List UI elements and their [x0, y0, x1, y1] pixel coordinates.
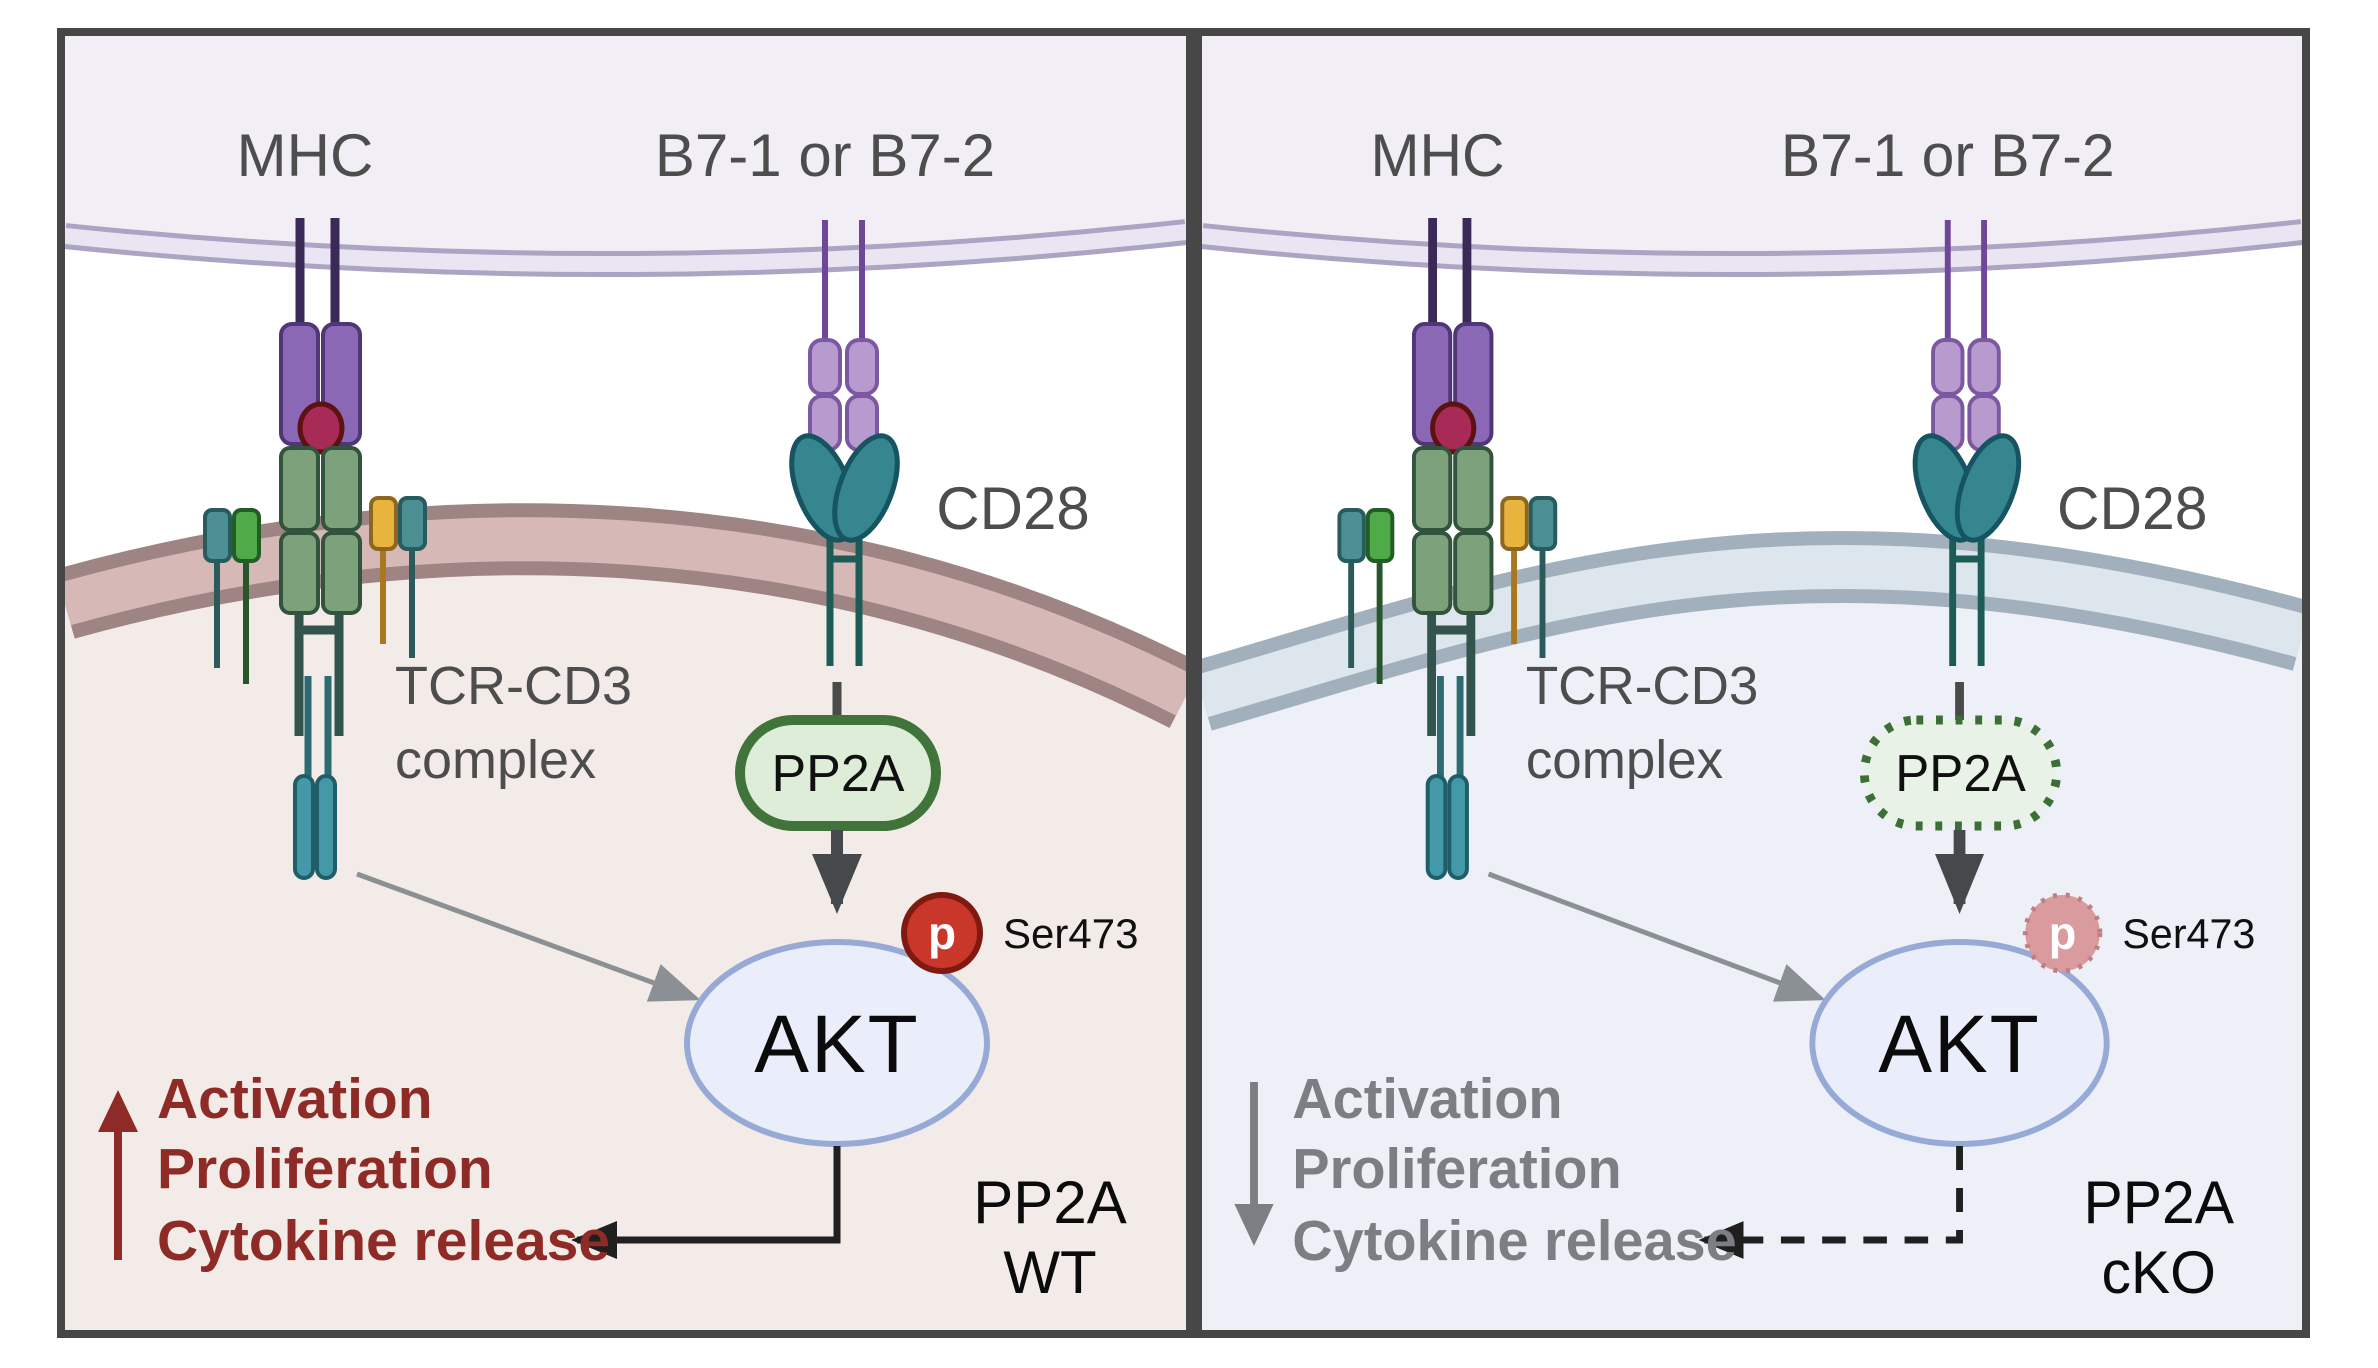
cd3-zeta-stems — [304, 676, 332, 778]
pp2a-node — [735, 715, 941, 831]
panel-pp2a-cko: PP2A AKT p Ser473 Activation Proliferati… — [1194, 28, 2310, 1338]
cd3-zeta-chains — [1425, 774, 1469, 880]
cd28-label: CD28 — [936, 475, 1089, 542]
tcr-cd3-label-line2: complex — [1526, 731, 1724, 791]
condition-label-line1: PP2A — [2083, 1168, 2234, 1236]
condition-label-line1: PP2A — [973, 1169, 1126, 1236]
pp2a-label: PP2A — [772, 745, 905, 803]
panel-pp2a-cko-drawing: PP2A AKT p Ser473 Activation Proliferati… — [1202, 36, 2302, 1330]
b7-stalks — [822, 220, 865, 346]
cd3-subunit-gold — [1500, 496, 1529, 644]
cd3-subunit-green — [232, 508, 261, 684]
cd28-ectodomains — [789, 433, 900, 543]
cd3-subunit-teal-left — [203, 508, 232, 668]
peptide-antigen — [297, 401, 345, 455]
tcr-cd3-bracket — [1427, 613, 1476, 736]
cd3-subunit-green — [1365, 508, 1395, 684]
akt-node — [684, 939, 990, 1147]
phospho-badge — [901, 892, 983, 974]
t-cell-membrane-core — [65, 517, 1186, 716]
panel-pp2a-wt: PP2A AKT p Ser473 Activation Proliferati… — [57, 28, 1194, 1338]
tcr-cd3-label-line1: TCR-CD3 — [395, 656, 632, 716]
tcr-cd3-label-line2: complex — [395, 730, 596, 790]
phospho-site-label: Ser473 — [2122, 910, 2255, 957]
cd28-ectodomains — [1912, 433, 2022, 543]
cd3-subunit-teal-right — [398, 496, 427, 658]
pp2a-label: PP2A — [1895, 744, 2026, 803]
b7-stalks — [1944, 220, 1988, 346]
condition-label-line2: cKO — [2101, 1238, 2216, 1306]
akt-label: AKT — [754, 999, 919, 1090]
tcr-to-akt-arrow — [1487, 871, 1826, 1002]
apc-membrane-core — [65, 224, 1186, 273]
outcome-line-1: Activation — [157, 1067, 433, 1131]
outcome-line-3: Cytokine release — [1292, 1209, 1736, 1273]
akt-label: AKT — [1878, 998, 2040, 1090]
cd28-label: CD28 — [2057, 474, 2208, 542]
cd3-subunit-teal-right — [1528, 496, 1558, 658]
akt-output-arrow — [571, 1146, 841, 1259]
akt-node — [1809, 939, 2110, 1147]
outcome-line-1: Activation — [1292, 1067, 1562, 1131]
phospho-label: p — [928, 907, 956, 959]
condition-label-line2: WT — [1003, 1239, 1096, 1306]
b7-ligand-domains — [808, 338, 879, 452]
cd28-stalks — [826, 536, 863, 666]
cd3-subunit-gold — [369, 496, 398, 644]
tcr-to-akt-arrow — [356, 871, 701, 1002]
phospho-badge — [2022, 892, 2103, 974]
panel-pp2a-wt-drawing: PP2A AKT p Ser473 Activation Proliferati… — [65, 36, 1186, 1330]
apc-cell-region — [1202, 36, 2302, 265]
outcome-line-2: Proliferation — [157, 1137, 493, 1201]
outcome-line-3: Cytokine release — [157, 1209, 610, 1273]
mhc-label: MHC — [237, 122, 374, 189]
pp2a-node — [1859, 715, 2062, 831]
phospho-site-label: Ser473 — [1003, 910, 1138, 957]
mhc-label: MHC — [1370, 121, 1504, 189]
b7-label: B7-1 or B7-2 — [655, 122, 995, 189]
cd3-subunit-teal-left — [1337, 508, 1366, 668]
cd28-stalks — [1949, 536, 1985, 666]
tcr-alpha-beta-chains — [279, 446, 362, 615]
mhc-stalks — [295, 218, 340, 331]
outcome-line-2: Proliferation — [1292, 1137, 1621, 1201]
cd3-zeta-stems — [1437, 676, 1464, 778]
peptide-antigen — [1430, 401, 1477, 455]
tcr-cd3-bracket — [294, 613, 344, 736]
mhc-stalks — [1428, 218, 1472, 331]
phospho-label: p — [2049, 908, 2077, 959]
apc-cell-region — [65, 36, 1186, 265]
apc-membrane-core — [1202, 224, 2302, 273]
akt-output-arrow — [1698, 1146, 1963, 1259]
b7-label: B7-1 or B7-2 — [1781, 121, 2115, 189]
tcr-cd3-label-line1: TCR-CD3 — [1526, 657, 1759, 717]
b7-ligand-domains — [1931, 338, 2001, 452]
cd3-zeta-chains — [293, 774, 337, 880]
